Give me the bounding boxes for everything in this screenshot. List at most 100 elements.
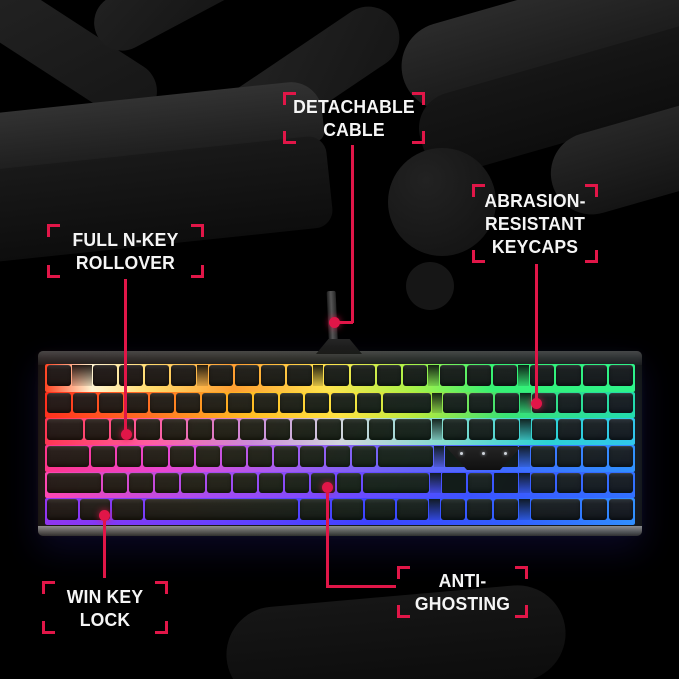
keyboard-key — [287, 365, 312, 386]
keyboard-key — [608, 446, 634, 467]
callout-line-win-key-lock — [103, 521, 106, 578]
keyboard-key — [364, 499, 396, 521]
indicator-led — [504, 452, 507, 455]
key-cluster-gap — [431, 392, 443, 414]
key-cluster-gap — [433, 446, 445, 467]
keyboard-key — [285, 472, 310, 494]
bracket-corner-icon — [47, 224, 60, 237]
keyboard-key — [273, 446, 299, 467]
background-shape — [388, 148, 496, 256]
keyboard-key — [495, 392, 519, 414]
keyboard-key — [169, 446, 194, 467]
keyboard-key — [162, 419, 187, 441]
indicator-led — [482, 452, 485, 455]
keyboard-key — [208, 365, 233, 386]
keyboard-row — [45, 364, 635, 392]
keyboard — [38, 351, 642, 536]
keyboard-key — [98, 392, 123, 414]
keyboard-key — [530, 472, 555, 494]
bracket-corner-icon — [155, 581, 168, 594]
keyboard-key — [530, 446, 555, 467]
keyboard-key — [233, 472, 258, 494]
keyboard-key — [582, 446, 607, 467]
bracket-corner-icon — [412, 131, 425, 144]
bracket-corner-icon — [191, 265, 204, 278]
bracket-corner-icon — [515, 605, 528, 618]
keyboard-key — [382, 392, 431, 414]
keyboard-key — [397, 499, 428, 521]
keyboard-key — [469, 419, 494, 441]
keyboard-key — [443, 392, 468, 414]
keyboard-key — [265, 419, 290, 441]
keyboard-key — [557, 419, 582, 441]
keyboard-key — [47, 365, 72, 386]
key-cluster-gap — [312, 365, 324, 386]
keyboard-key — [261, 365, 286, 386]
keyboard-key — [181, 472, 206, 494]
keyboard-key — [609, 419, 634, 441]
keyboard-top-bevel — [38, 351, 642, 365]
keyboard-key — [350, 365, 375, 386]
callout-text-line: WIN KEY — [66, 585, 144, 607]
keyboard-key — [195, 446, 220, 467]
keyboard-key — [234, 365, 260, 386]
keyboard-key — [291, 419, 316, 441]
keyboard-key — [103, 472, 128, 494]
keyboard-key — [118, 365, 144, 386]
keyboard-key — [332, 499, 363, 521]
keyboard-key — [143, 446, 168, 467]
keyboard-key — [145, 365, 170, 386]
keyboard-key — [531, 499, 581, 521]
bracket-corner-icon — [585, 184, 598, 197]
keyboard-key — [227, 392, 252, 414]
callout-text-line: GHOSTING — [414, 593, 511, 614]
keyboard-key — [155, 472, 180, 494]
keyboard-blank-area — [442, 472, 467, 494]
keyboard-key — [608, 472, 633, 494]
keyboard-key — [352, 446, 377, 467]
keyboard-key — [221, 446, 246, 467]
keyboard-key — [253, 392, 278, 414]
keyboard-key — [84, 419, 109, 441]
keyboard-key — [136, 419, 161, 441]
callout-text-line: CABLE — [323, 119, 385, 140]
keyboard-key — [556, 472, 581, 494]
keyboard-row — [45, 445, 635, 472]
keyboard-key — [150, 392, 175, 414]
callout-detachable-cable: DETACHABLE CABLE — [283, 92, 425, 144]
keyboard-key — [317, 419, 342, 441]
keyboard-key — [403, 365, 428, 386]
keyboard-blank-area — [494, 472, 519, 494]
keyboard-key — [176, 392, 201, 414]
keyboard-key — [492, 365, 518, 386]
key-cluster-gap — [430, 472, 442, 494]
callout-dot-win-key-lock — [99, 510, 110, 521]
keyboard-key — [468, 472, 493, 494]
keyboard-key — [331, 392, 356, 414]
callout-dot-n-key-rollover — [121, 429, 132, 440]
callout-dot-abrasion-keycaps — [531, 398, 542, 409]
keyboard-key — [493, 499, 519, 521]
keyboard-key — [343, 419, 368, 441]
bracket-corner-icon — [585, 250, 598, 263]
keyboard-key — [531, 419, 556, 441]
bracket-corner-icon — [397, 605, 410, 618]
callout-anti-ghosting: ANTI- GHOSTING — [397, 566, 528, 618]
keyboard-row — [45, 471, 635, 499]
bracket-corner-icon — [397, 566, 410, 579]
bracket-corner-icon — [155, 621, 168, 634]
callout-line-detachable-cable-v — [351, 145, 354, 323]
keyboard-key — [583, 392, 608, 414]
keyboard-key — [300, 446, 325, 467]
keyboard-key — [609, 392, 634, 414]
keyboard-key — [582, 365, 607, 386]
bracket-corner-icon — [42, 621, 55, 634]
keyboard-key — [608, 499, 633, 521]
callout-text-line: RESISTANT — [484, 213, 586, 234]
keyboard-key — [582, 472, 607, 494]
keyboard-key — [91, 446, 116, 467]
callout-line-detachable-cable-h — [334, 321, 353, 324]
keyboard-key — [495, 419, 519, 441]
keyboard-key — [47, 392, 71, 414]
keyboard-key — [247, 446, 272, 467]
